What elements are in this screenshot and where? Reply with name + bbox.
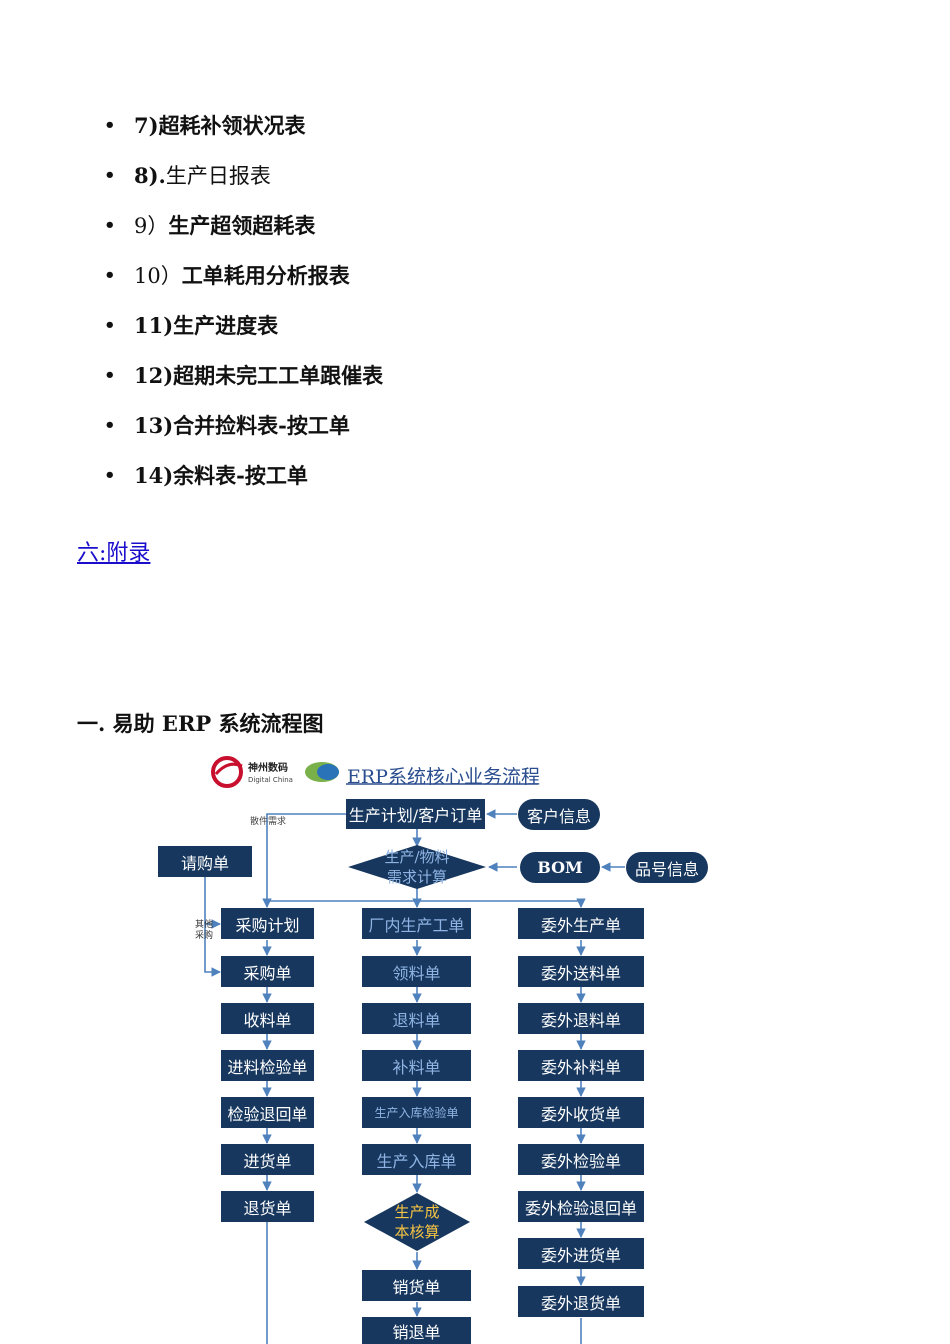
logo-en-text: Digital China [248, 776, 293, 784]
left-column-box: 进料检验单 [221, 1050, 314, 1081]
right-column-box: 委外检验单 [518, 1144, 644, 1175]
list-item: • 11)生产进度表 [104, 310, 278, 340]
right-column-box: 委外收货单 [518, 1097, 644, 1128]
left-column-box: 检验退回单 [221, 1097, 314, 1128]
list-item: • 14)余料表-按工单 [104, 460, 308, 490]
part-info-pill: 品号信息 [626, 852, 708, 883]
item-number: 10） [134, 264, 182, 288]
list-item: • 10）工单耗用分析报表 [104, 260, 350, 290]
item-number: 9） [134, 214, 169, 238]
right-column-box: 委外退料单 [518, 1003, 644, 1034]
left-column-box: 收料单 [221, 1003, 314, 1034]
middle-column-box: 生产入库检验单 [362, 1097, 471, 1128]
right-column-box: 委外补料单 [518, 1050, 644, 1081]
erp-logo-icon [305, 762, 339, 782]
middle-column-box: 补料单 [362, 1050, 471, 1081]
demand-calc-label: 生产/物料 需求计算 [367, 847, 467, 887]
left-column-box: 退货单 [221, 1191, 314, 1222]
bullet-dot: • [104, 414, 116, 436]
right-column-box: 委外送料单 [518, 956, 644, 987]
customer-info-pill: 客户信息 [518, 799, 600, 830]
left-column-box: 采购单 [221, 956, 314, 987]
cost-calc-line-2: 本核算 [394, 1223, 440, 1241]
sales-return-box: 销退单 [362, 1317, 471, 1344]
other-purchase-line-2: 采购 [195, 931, 214, 941]
item-text: 工单耗用分析报表 [181, 263, 350, 288]
other-purchase-line-1: 其他 [195, 920, 214, 930]
middle-column-box: 生产入库单 [362, 1144, 471, 1175]
bullet-dot: • [104, 314, 116, 336]
bullet-dot: • [104, 464, 116, 486]
item-text: 生产日报表 [165, 164, 271, 188]
company-logo [211, 756, 243, 788]
right-column-box: 委外进货单 [518, 1238, 644, 1269]
bullet-dot: • [104, 114, 116, 136]
flowchart-title: ERP系统核心业务流程 [347, 766, 540, 788]
demand-calc-line-2: 需求计算 [386, 868, 447, 886]
plan-order-box: 生产计划/客户订单 [346, 799, 485, 829]
middle-column-box: 退料单 [362, 1003, 471, 1034]
right-column-box: 委外检验退回单 [518, 1191, 644, 1222]
bullet-dot: • [104, 214, 116, 236]
logo-cn-text: 神州数码 [248, 763, 288, 774]
section-heading: 一. 易助 ERP 系统流程图 [77, 711, 324, 736]
appendix-link[interactable]: 六:附录 [77, 541, 151, 566]
item-number: 11) [134, 312, 174, 338]
right-column-box: 委外生产单 [518, 908, 644, 939]
left-column-box: 进货单 [221, 1144, 314, 1175]
purchase-request-box: 请购单 [158, 846, 252, 877]
demand-calc-diamond [348, 845, 486, 889]
item-number: 12) [134, 362, 174, 388]
flowchart-graphics [204, 756, 625, 1344]
item-text: 超耗补领状况表 [158, 113, 306, 138]
cost-calc-line-1: 生产成 [394, 1203, 440, 1221]
list-item: • 7)超耗补领状况表 [104, 110, 306, 140]
list-item: • 13)合并捡料表-按工单 [104, 410, 350, 440]
item-text: 合并捡料表-按工单 [173, 413, 350, 438]
sales-box: 销货单 [362, 1270, 471, 1301]
demand-calc-line-1: 生产/物料 [384, 848, 450, 866]
bullet-dot: • [104, 364, 116, 386]
item-text: 超期未完工工单跟催表 [173, 363, 384, 388]
left-column-box: 采购计划 [221, 908, 314, 939]
other-purchase-label: 其他 采购 [195, 920, 213, 942]
item-number: 7) [134, 112, 159, 138]
sporadic-demand-label: 散件需求 [250, 817, 287, 827]
bullet-dot: • [104, 264, 116, 286]
list-item: • 12)超期未完工工单跟催表 [104, 360, 383, 390]
middle-column-box: 厂内生产工单 [362, 908, 471, 939]
item-text: 生产超领超耗表 [168, 213, 316, 238]
erp-flowchart: 神州数码 Digital China ERP系统核心业务流程 生产计划/客户订单… [150, 752, 720, 1344]
list-item: • 8).生产日报表 [104, 160, 271, 190]
item-text: 余料表-按工单 [173, 463, 308, 488]
item-text: 生产进度表 [173, 313, 279, 338]
list-item: • 9）生产超领超耗表 [104, 210, 315, 240]
right-column-box: 委外退货单 [518, 1286, 644, 1317]
item-number: 13) [134, 412, 174, 438]
bom-pill: BOM [520, 852, 600, 883]
cost-calc-label: 生产成 本核算 [377, 1202, 457, 1242]
cost-calc-diamond [364, 1193, 470, 1251]
item-number: 8). [134, 162, 166, 188]
bullet-dot: • [104, 164, 116, 186]
middle-column-box: 领料单 [362, 956, 471, 987]
item-number: 14) [134, 462, 174, 488]
